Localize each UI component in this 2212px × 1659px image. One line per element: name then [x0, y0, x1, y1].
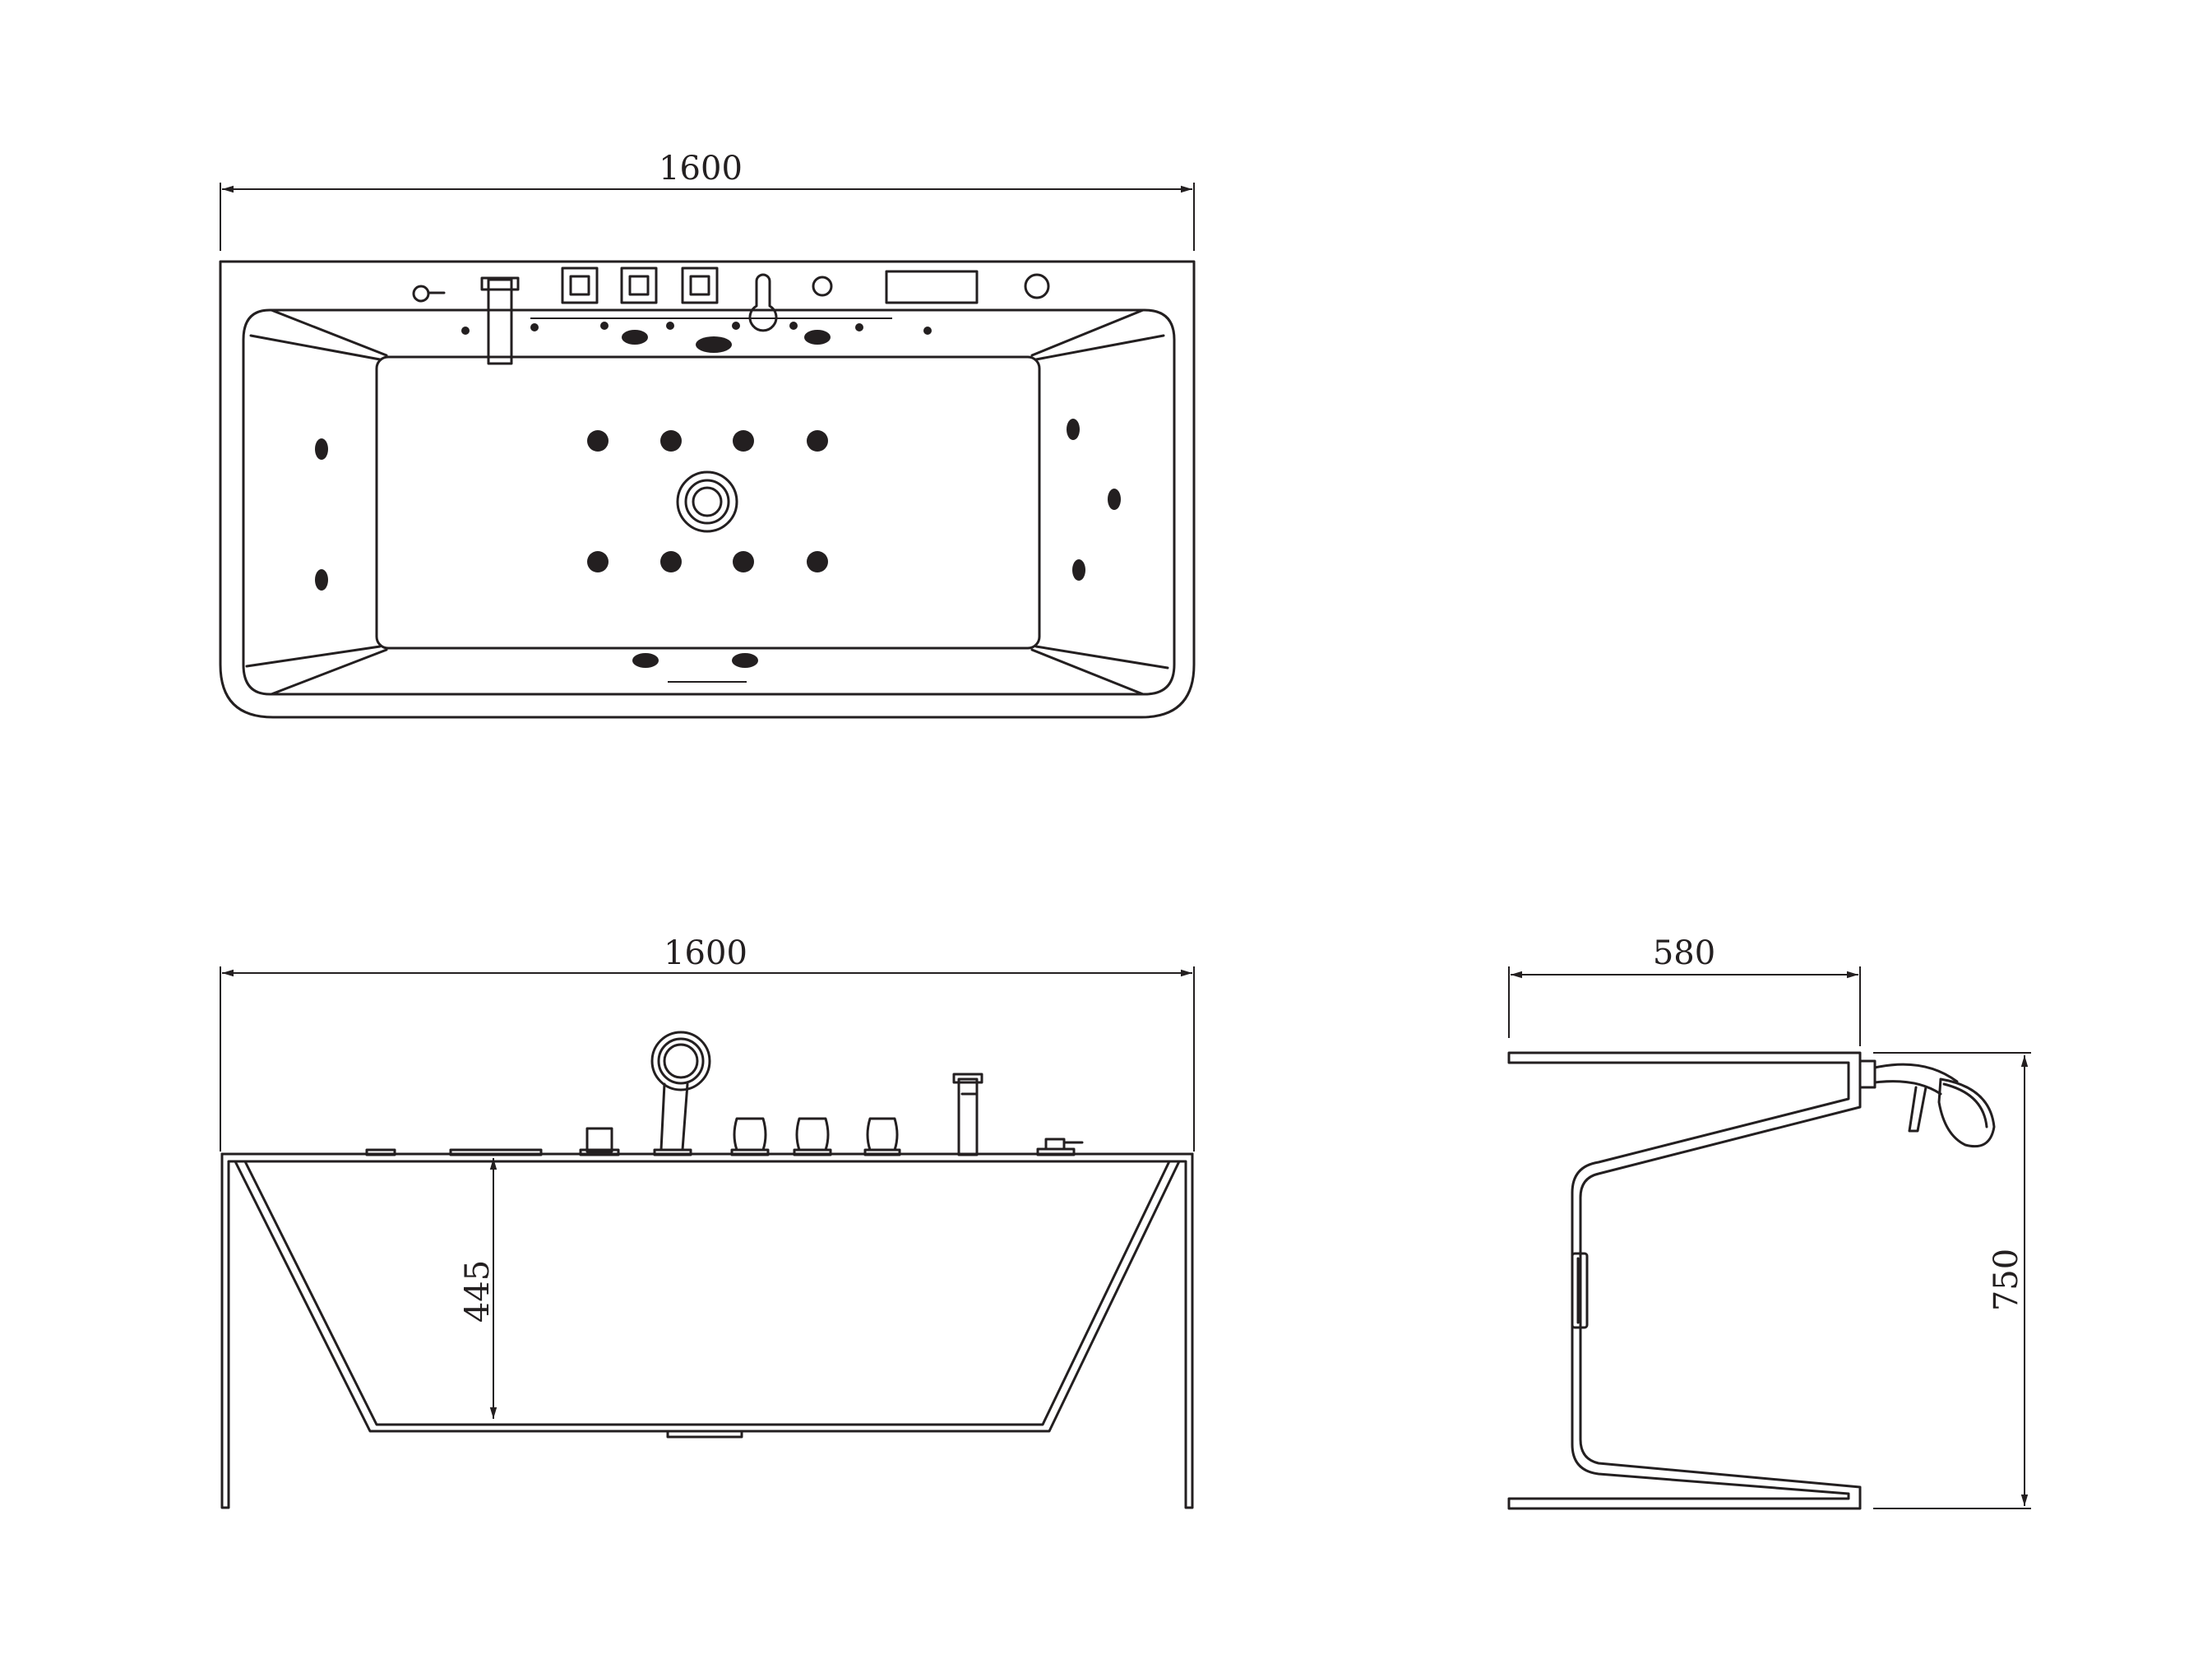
front-drain-icon: [666, 1430, 743, 1439]
front-basin-outer: [234, 1160, 1181, 1433]
side-profile-outer: [1507, 1051, 1862, 1510]
control-knob-3-icon: [681, 266, 719, 304]
neck-jets: [622, 330, 831, 353]
side-height-dimension: 750: [1873, 1052, 2031, 1509]
drain-icon: [676, 470, 738, 533]
top-width-dimension: 1600: [220, 150, 1195, 251]
front-width-dimension: 1600: [220, 934, 1195, 1152]
front-legs: [220, 1152, 1194, 1509]
small-valve-front-icon: [1036, 1138, 1084, 1156]
front-width-label: 1600: [664, 934, 747, 972]
small-valve-icon: [412, 285, 446, 303]
tub-outer-rim: [219, 260, 1196, 719]
tub-inner-basin: [242, 308, 1176, 696]
control-knob-2-icon: [620, 266, 658, 304]
side-pillow-icon: [1571, 1252, 1589, 1329]
control-knob-1-icon: [561, 266, 599, 304]
bevel-lines: [245, 308, 1169, 696]
side-handshower-icon: [1858, 1059, 1996, 1148]
diverter-icon: [812, 276, 833, 297]
knob-front-1-icon: [730, 1117, 770, 1156]
air-jets-top: [461, 322, 932, 335]
top-view: 1600: [219, 150, 1196, 719]
spout-top-icon: [487, 278, 513, 365]
side-height-label: 750: [1988, 1249, 2025, 1311]
depth-label: 445: [459, 1260, 497, 1323]
depth-dimension: 445: [459, 1158, 497, 1419]
side-jets: [315, 419, 1121, 591]
side-view: 580 750: [1507, 934, 2031, 1510]
control-panel-icon: [885, 270, 979, 304]
handshower-front-icon: [650, 1031, 711, 1156]
side-width-dimension: 580: [1508, 934, 1861, 1046]
front-basin-inner: [243, 1160, 1171, 1426]
side-width-label: 580: [1653, 934, 1715, 972]
front-jets: [632, 653, 758, 683]
spout-front-icon: [952, 1073, 983, 1156]
front-valve-icon: [585, 1127, 613, 1153]
overflow-icon: [1024, 273, 1050, 299]
top-width-label: 1600: [659, 150, 743, 188]
knob-front-2-icon: [793, 1117, 832, 1156]
bottom-jets: [587, 430, 828, 572]
knob-front-3-icon: [863, 1117, 901, 1156]
handshower-holder-icon: [748, 273, 778, 332]
front-view: 1600 445: [220, 934, 1195, 1509]
front-fittings: [365, 1031, 1084, 1156]
tub-bottom: [375, 355, 1041, 650]
